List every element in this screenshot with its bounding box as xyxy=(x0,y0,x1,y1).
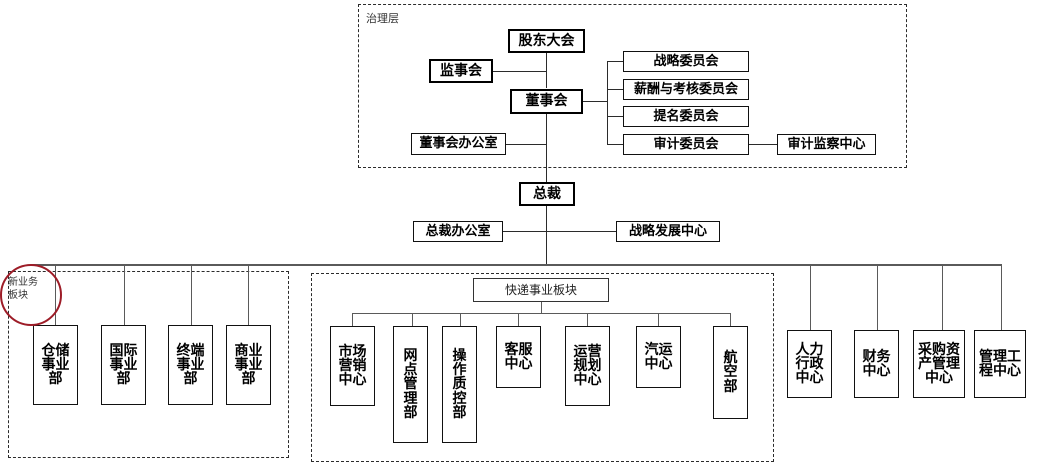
node-procurement-asset-management-center[interactable]: 采购资 产管理 中心 xyxy=(913,330,965,398)
node-marketing-center[interactable]: 市场 营销 中心 xyxy=(330,326,375,406)
node-warehouse-division[interactable]: 仓储 事业 部 xyxy=(33,325,78,405)
node-commercial-division[interactable]: 商业 事业 部 xyxy=(226,325,271,405)
node-label: 快递事业板块 xyxy=(504,282,577,297)
node-label: 财务 中心 xyxy=(862,348,891,379)
connector-committee-3 xyxy=(607,116,624,117)
node-label: 董事会办公室 xyxy=(419,136,498,152)
connector-committee-bus xyxy=(607,61,608,145)
connector-express-3 xyxy=(460,313,461,326)
node-hr-administration-center[interactable]: 人力 行政 中心 xyxy=(787,330,832,398)
connector-support-4 xyxy=(1001,264,1002,330)
node-committee-audit[interactable]: 审计委员会 xyxy=(623,134,749,155)
connector-strategy-center xyxy=(546,231,617,232)
node-label: 提名委员会 xyxy=(653,108,719,124)
node-label: 运营 规划 中心 xyxy=(573,343,602,389)
connector-express-5 xyxy=(587,313,588,326)
connector-new-business-4 xyxy=(248,264,249,325)
node-shareholders-meeting[interactable]: 股东大会 xyxy=(508,29,585,53)
connector-express-1 xyxy=(352,313,353,326)
node-finance-center[interactable]: 财务 中心 xyxy=(854,330,899,398)
node-label: 仓储 事业 部 xyxy=(41,342,70,388)
node-customer-service-center[interactable]: 客服 中心 xyxy=(496,326,541,388)
connector-express-2 xyxy=(412,313,413,326)
node-label: 股东大会 xyxy=(518,32,575,49)
node-label: 汽运 中心 xyxy=(644,341,673,372)
connector-supervisors xyxy=(492,71,547,72)
connector-president-office xyxy=(502,231,547,232)
node-operation-quality-control-dept[interactable]: 操 作 质 控 部 xyxy=(442,326,477,443)
node-label: 客服 中心 xyxy=(504,341,533,372)
new-business-panel-border xyxy=(8,271,289,458)
node-audit-supervision-center[interactable]: 审计监察中心 xyxy=(777,134,876,155)
node-air-transport-dept[interactable]: 航 空 部 xyxy=(713,326,748,419)
connector-shareholders-to-board xyxy=(546,52,547,88)
connector-express-header-down xyxy=(541,302,542,313)
connector-committee-4 xyxy=(607,144,624,145)
connector-committee-2 xyxy=(607,89,624,90)
node-label: 监事会 xyxy=(440,62,482,79)
node-committee-nomination[interactable]: 提名委员会 xyxy=(623,106,749,127)
node-road-transport-center[interactable]: 汽运 中心 xyxy=(636,326,681,388)
governance-panel-border xyxy=(358,4,907,168)
new-business-annotation: 新业务 板块 xyxy=(8,277,38,301)
node-board-of-directors[interactable]: 董事会 xyxy=(510,89,583,114)
node-label: 国际 事业 部 xyxy=(109,342,138,388)
node-label: 商业 事业 部 xyxy=(234,342,263,388)
new-business-highlight-ellipse xyxy=(0,264,62,326)
node-president-office[interactable]: 总裁办公室 xyxy=(413,221,503,242)
connector-board-down xyxy=(546,113,547,185)
node-label: 航 空 部 xyxy=(723,350,738,395)
node-board-office[interactable]: 董事会办公室 xyxy=(411,133,506,155)
node-label: 总裁 xyxy=(533,185,561,202)
node-label: 终端 事业 部 xyxy=(176,342,205,388)
connector-support-1 xyxy=(810,264,811,330)
node-label: 战略发展中心 xyxy=(628,223,707,239)
node-terminal-division[interactable]: 终端 事业 部 xyxy=(168,325,213,405)
node-label: 董事会 xyxy=(525,93,568,110)
connector-committee-1 xyxy=(607,61,624,62)
node-president[interactable]: 总裁 xyxy=(519,182,575,206)
node-label: 人力 行政 中心 xyxy=(795,341,824,387)
node-label: 操 作 质 控 部 xyxy=(452,347,467,421)
node-committee-strategy[interactable]: 战略委员会 xyxy=(623,51,749,72)
node-label: 网 点 管 理 部 xyxy=(403,347,418,421)
connector-board-to-committee-bus xyxy=(583,101,608,102)
node-label: 市场 营销 中心 xyxy=(338,343,367,389)
node-board-of-supervisors[interactable]: 监事会 xyxy=(429,59,493,83)
node-management-engineering-center[interactable]: 管理工 程中心 xyxy=(974,330,1026,398)
node-label: 管理工 程中心 xyxy=(979,348,1021,379)
connector-audit-to-supervision xyxy=(748,144,778,145)
main-horizontal-bus xyxy=(31,264,1002,266)
connector-new-business-2 xyxy=(124,264,125,325)
connector-new-business-3 xyxy=(191,264,192,325)
node-label: 审计监察中心 xyxy=(787,136,866,152)
connector-president-down xyxy=(546,206,547,265)
node-committee-compensation[interactable]: 薪酬与考核委员会 xyxy=(623,79,749,100)
node-label: 薪酬与考核委员会 xyxy=(633,81,738,97)
connector-express-4 xyxy=(518,313,519,326)
connector-support-2 xyxy=(877,264,878,330)
node-strategy-development-center[interactable]: 战略发展中心 xyxy=(616,221,720,242)
governance-panel-title: 治理层 xyxy=(366,12,399,25)
node-international-division[interactable]: 国际 事业 部 xyxy=(101,325,146,405)
connector-support-3 xyxy=(942,264,943,330)
express-panel-border xyxy=(311,273,774,462)
node-express-segment-header[interactable]: 快递事业板块 xyxy=(473,278,609,302)
node-label: 审计委员会 xyxy=(653,136,719,152)
connector-express-7 xyxy=(730,313,731,326)
node-label: 采购资 产管理 中心 xyxy=(918,341,960,387)
connector-board-office xyxy=(505,144,547,145)
connector-express-6 xyxy=(658,313,659,326)
connector-express-bus xyxy=(352,313,730,314)
node-outlet-management-dept[interactable]: 网 点 管 理 部 xyxy=(393,326,428,443)
node-operation-planning-center[interactable]: 运营 规划 中心 xyxy=(565,326,610,406)
node-label: 总裁办公室 xyxy=(425,223,491,239)
node-label: 战略委员会 xyxy=(653,53,719,69)
